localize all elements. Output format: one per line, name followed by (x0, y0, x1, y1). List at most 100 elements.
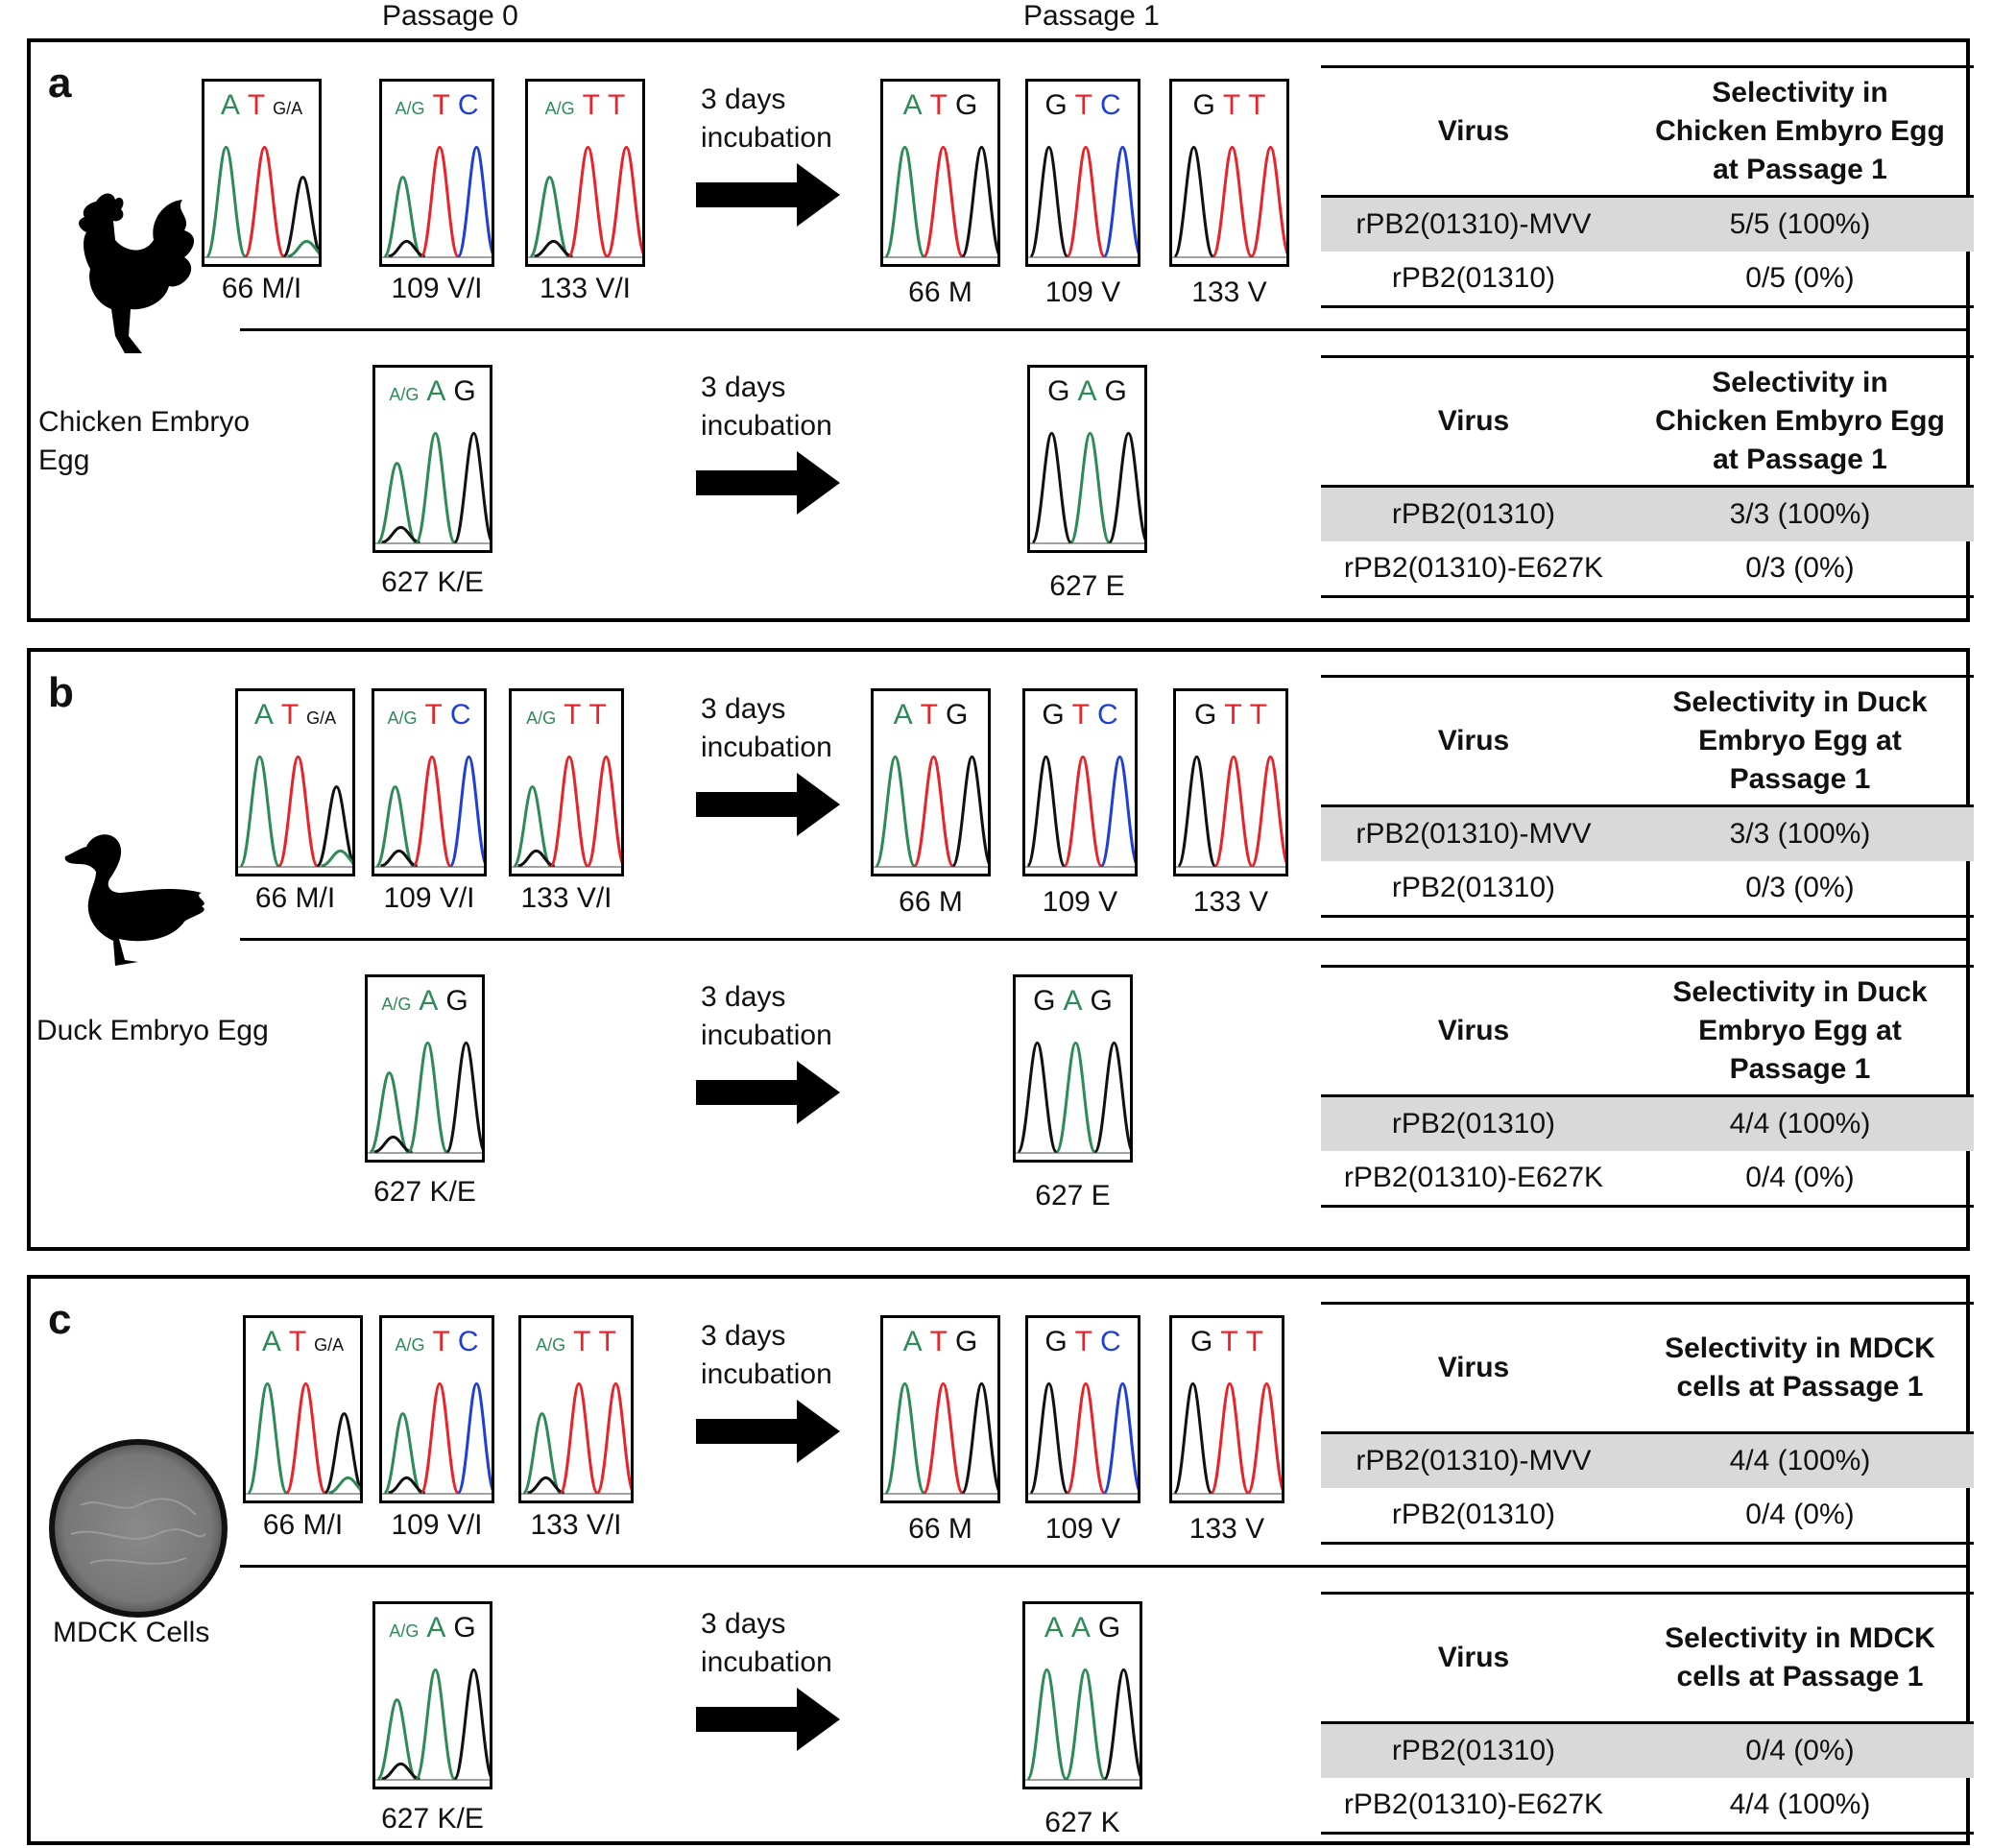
virus-name: rPB2(01310) (1321, 1095, 1626, 1151)
chromatogram-peak (453, 431, 490, 544)
base-call: G (955, 1326, 978, 1357)
virus-name: rPB2(01310)-E627K (1321, 1778, 1626, 1835)
base-call: T (280, 699, 300, 731)
base-call: G/A (314, 1335, 345, 1355)
chromatogram-peak (1066, 145, 1106, 258)
base-call: T (1074, 89, 1092, 121)
selectivity-value: 0/3 (0%) (1625, 541, 1974, 598)
position-label: 66 M (908, 1513, 972, 1545)
incubation-days: 3 days (701, 981, 786, 1013)
incubation-days: 3 days (701, 1320, 786, 1352)
base-call: G (955, 89, 978, 121)
virus-name: rPB2(01310)-MVV (1321, 805, 1626, 861)
selectivity-column-header: Selectivity in MDCK cells at Passage 1 (1625, 1302, 1974, 1434)
base-call: T (920, 699, 938, 731)
base-call: A/G (387, 708, 418, 728)
virus-column-header: Virus (1321, 965, 1626, 1097)
selectivity-value: 4/4 (100%) (1625, 1095, 1974, 1151)
chromatogram-peak (923, 145, 964, 258)
base-call: C (449, 699, 471, 731)
position-label: 66 M/I (221, 273, 302, 304)
chromatogram-peak (448, 755, 484, 868)
chromatogram-trace (1025, 755, 1135, 868)
chromatogram-peak (382, 1412, 423, 1495)
chromatogram-peak (415, 431, 456, 544)
chromatogram-peak (321, 849, 352, 868)
chromatogram-trace (382, 145, 492, 258)
chromatogram-peak (369, 1071, 410, 1154)
incubation-days: 3 days (701, 1608, 786, 1640)
chromatogram-peak (456, 145, 492, 258)
base-call: A (426, 1612, 446, 1644)
selectivity-column-header: Selectivity in Chicken Embyro Egg at Pas… (1625, 65, 1974, 198)
chromatogram-trace (1176, 755, 1285, 868)
chromatogram-peak (1246, 1381, 1282, 1495)
virus-name: rPB2(01310)-E627K (1321, 541, 1626, 598)
base-call: A (1077, 375, 1097, 407)
panel-b (27, 648, 1970, 1251)
base-call: G (1090, 985, 1113, 1017)
incubation-text: incubation (701, 1646, 832, 1678)
chromatogram-trace (375, 1668, 490, 1781)
chromatogram-peak (606, 145, 642, 258)
virus-column-header: Virus (1321, 355, 1626, 488)
chromatogram-peak (282, 176, 319, 258)
base-call: T (1245, 1326, 1263, 1357)
chromatogram-trace (528, 145, 642, 258)
incubation-label: 3 days incubation (701, 1605, 832, 1682)
selectivity-value: 0/4 (0%) (1625, 1151, 1974, 1208)
base-call: A/G (389, 385, 420, 404)
base-call: T (582, 89, 600, 121)
position-label: 627 K (1044, 1807, 1120, 1838)
base-call: G (1097, 1612, 1121, 1644)
chromatogram-peak (1212, 145, 1253, 258)
petri-dish-icon (49, 1439, 228, 1618)
chromatogram-peak (1028, 145, 1069, 258)
chromatogram-peak (388, 1476, 426, 1495)
incubation-days: 3 days (701, 693, 786, 725)
chromatogram-peak (1066, 1381, 1106, 1495)
base-call: T (432, 89, 450, 121)
base-call: T (424, 699, 443, 731)
chromatogram-peak (1102, 1381, 1138, 1495)
chromatogram-peak (420, 1381, 460, 1495)
base-call: T (929, 89, 948, 121)
chromatogram-peak (277, 755, 319, 868)
panel-letter: b (48, 669, 74, 716)
chromatogram-trace (1030, 431, 1144, 544)
base-call: T (588, 699, 607, 731)
right-arrow-icon (696, 163, 840, 227)
chromatogram-peak (527, 1476, 565, 1495)
virus-name: rPB2(01310) (1321, 861, 1626, 918)
base-call: A/G (395, 99, 425, 118)
chromatogram-trace (521, 1381, 631, 1495)
base-call: C (1100, 1326, 1121, 1357)
chromatogram-peak (456, 1381, 492, 1495)
